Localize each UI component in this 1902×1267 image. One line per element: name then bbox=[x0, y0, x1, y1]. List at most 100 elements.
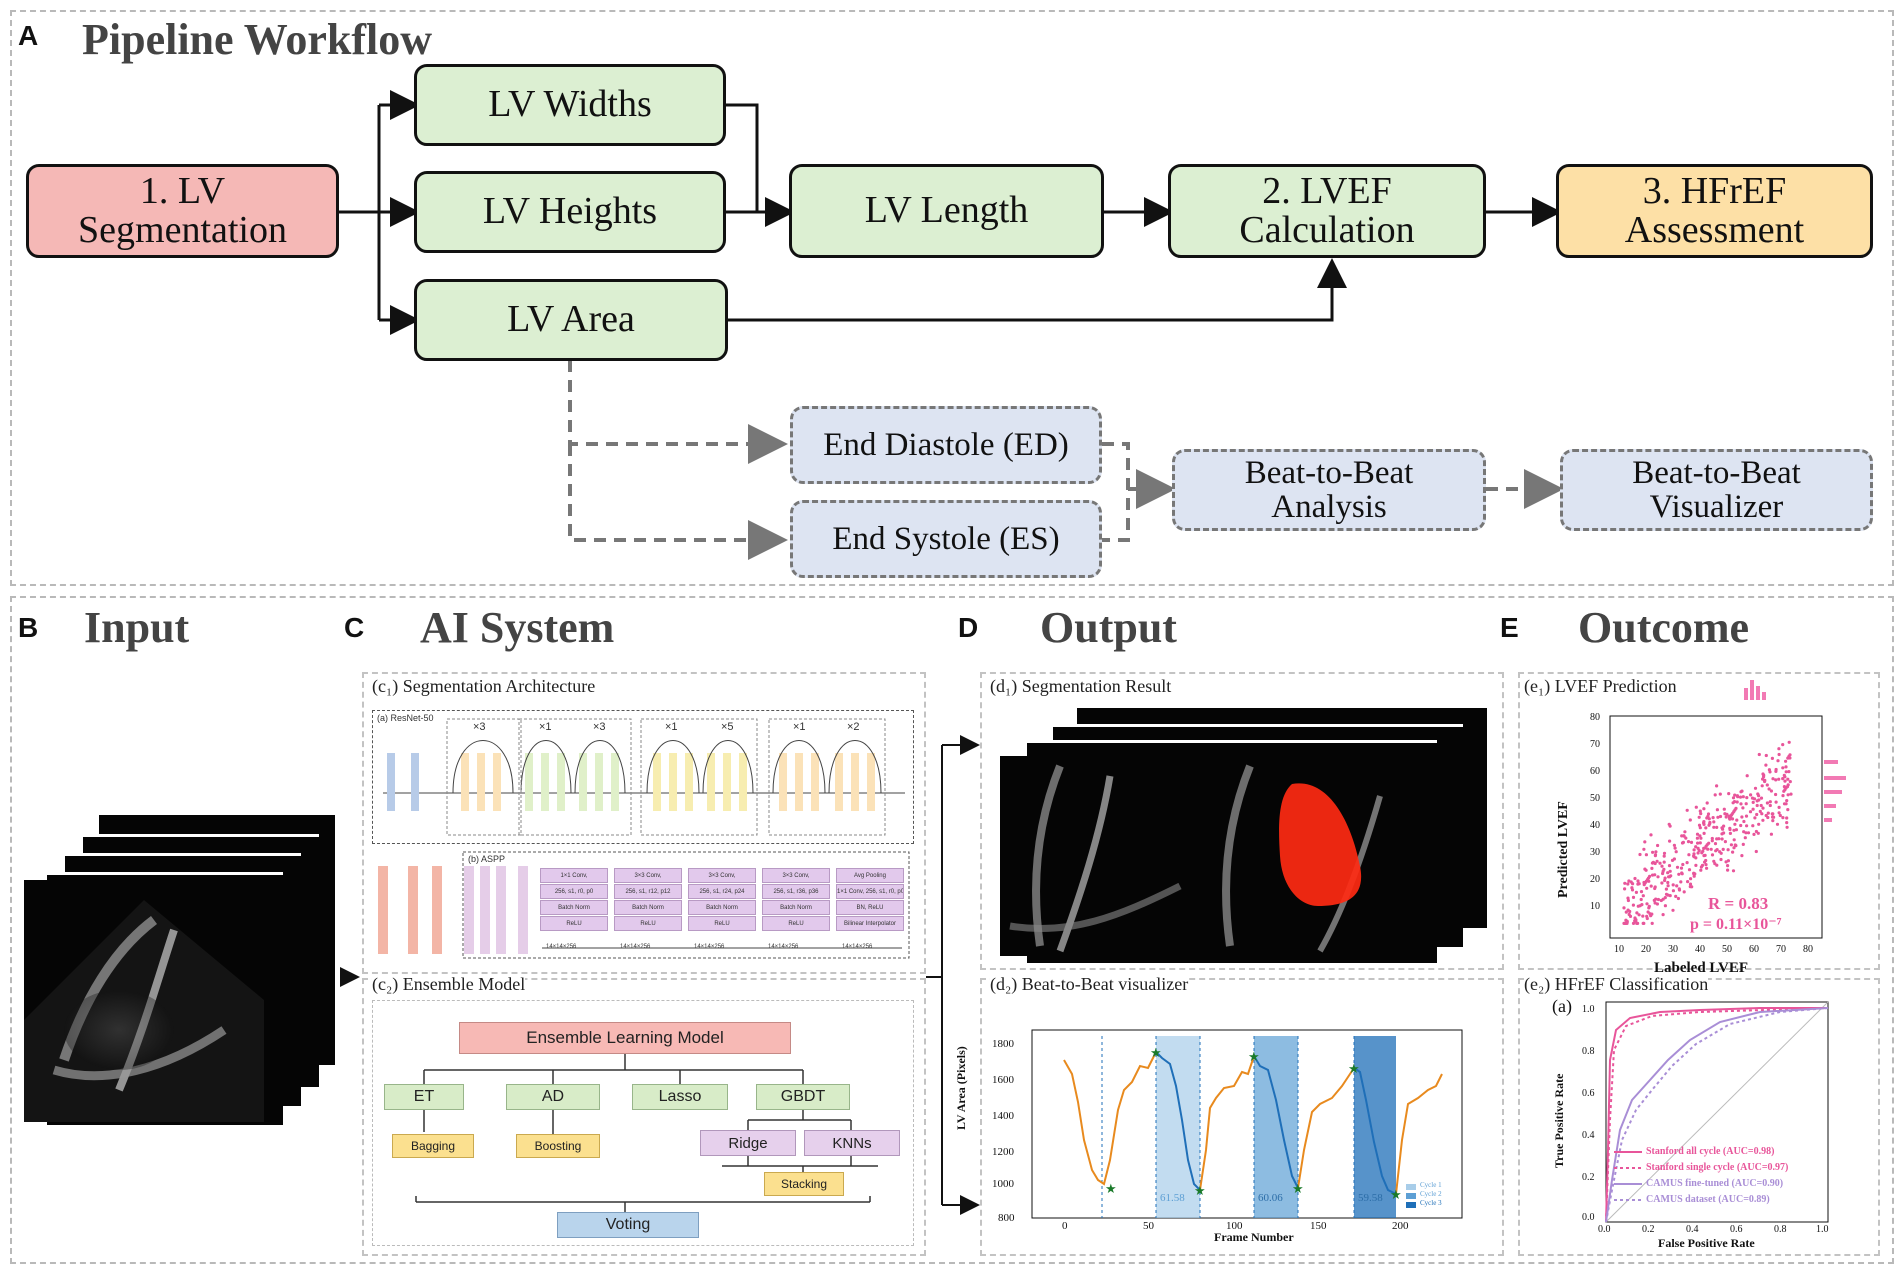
aspp-branch-dim: 14×14×256 bbox=[768, 944, 799, 950]
scatter-point bbox=[1653, 873, 1657, 877]
scatter-point bbox=[1656, 897, 1660, 902]
scatter-point bbox=[1685, 808, 1689, 812]
scatter-point bbox=[1781, 777, 1785, 781]
scatter-point bbox=[1778, 813, 1782, 818]
b2b-xtick-50: 50 bbox=[1143, 1220, 1154, 1232]
scatter-point bbox=[1682, 890, 1686, 894]
roc-xtick-02: 0.2 bbox=[1642, 1224, 1655, 1235]
scatter-point bbox=[1688, 885, 1692, 889]
scatter-r-value: R = 0.83 bbox=[1708, 894, 1769, 913]
scatter-point bbox=[1660, 864, 1664, 868]
scatter-point bbox=[1679, 866, 1684, 870]
scatter-point bbox=[1692, 854, 1696, 858]
scatter-point bbox=[1692, 872, 1696, 876]
roc-legend-camus-dataset: CAMUS dataset (AUC=0.89) bbox=[1646, 1194, 1770, 1205]
scatter-point bbox=[1784, 765, 1788, 769]
scatter-point bbox=[1698, 809, 1702, 813]
scatter-point bbox=[1655, 902, 1659, 906]
scatter-point bbox=[1755, 812, 1759, 817]
scatter-point bbox=[1700, 863, 1705, 868]
scatter-point bbox=[1787, 770, 1791, 774]
scatter-point bbox=[1716, 815, 1720, 819]
stacking-box: Stacking bbox=[764, 1172, 844, 1196]
scatter-point bbox=[1776, 759, 1780, 763]
scatter-point bbox=[1655, 859, 1659, 863]
scatter-point bbox=[1726, 848, 1730, 852]
scatter-point bbox=[1786, 777, 1790, 781]
resnet-label: (a) ResNet-50 bbox=[377, 713, 434, 723]
scatter-xtick-70: 70 bbox=[1776, 944, 1786, 955]
scatter-point bbox=[1628, 909, 1632, 914]
aspp-branch-cell: ReLU bbox=[688, 916, 756, 931]
roc-xlabel: False Positive Rate bbox=[1658, 1236, 1755, 1250]
scatter-point bbox=[1731, 869, 1736, 873]
beat-to-beat-analysis-box: Beat-to-Beat Analysis bbox=[1172, 449, 1486, 531]
scatter-point bbox=[1729, 843, 1733, 847]
scatter-point bbox=[1733, 843, 1737, 847]
aspp-branch-cell: Bilinear Interpolator bbox=[836, 916, 904, 931]
scatter-point bbox=[1724, 815, 1728, 819]
scatter-point bbox=[1625, 921, 1629, 926]
lv-widths-box: LV Widths bbox=[414, 64, 726, 146]
scatter-point bbox=[1660, 881, 1664, 885]
roc-ytick-06: 0.6 bbox=[1582, 1088, 1595, 1099]
scatter-point bbox=[1788, 780, 1792, 784]
voting-box: Voting bbox=[557, 1212, 699, 1238]
scatter-point bbox=[1639, 890, 1644, 894]
scatter-point bbox=[1771, 777, 1775, 781]
scatter-point bbox=[1636, 879, 1640, 883]
beat-to-beat-visualizer-box: Beat-to-Beat Visualizer bbox=[1560, 449, 1873, 531]
scatter-point bbox=[1731, 796, 1736, 800]
e2-label: (e₂) HFrEF Classification bbox=[1524, 974, 1709, 995]
scatter-point bbox=[1735, 818, 1739, 822]
scatter-point bbox=[1744, 814, 1749, 818]
b2b-ytick-1800: 1800 bbox=[992, 1038, 1014, 1050]
b2b-xtick-0: 0 bbox=[1062, 1220, 1068, 1232]
scatter-point bbox=[1741, 842, 1745, 847]
scatter-point bbox=[1634, 890, 1638, 895]
scatter-point bbox=[1713, 793, 1717, 797]
scatter-point bbox=[1651, 850, 1655, 854]
lv-area-box: LV Area bbox=[414, 279, 728, 361]
scatter-point bbox=[1673, 846, 1677, 850]
b2b-xlabel: Frame Number bbox=[1214, 1230, 1294, 1244]
scatter-point bbox=[1751, 800, 1755, 805]
scatter-point bbox=[1639, 897, 1643, 902]
scatter-point bbox=[1752, 832, 1756, 837]
echo-image-drawing bbox=[24, 900, 264, 1122]
scatter-point bbox=[1642, 880, 1646, 885]
ensemble-learning-model-box: Ensemble Learning Model bbox=[459, 1022, 791, 1054]
scatter-point bbox=[1774, 767, 1778, 772]
scatter-point bbox=[1701, 849, 1705, 853]
scatter-point bbox=[1698, 826, 1702, 830]
panel-a-frame bbox=[10, 10, 1894, 586]
scatter-point bbox=[1663, 878, 1667, 883]
scatter-point bbox=[1663, 896, 1667, 900]
end-systole-box: End Systole (ES) bbox=[790, 500, 1102, 578]
scatter-point bbox=[1641, 921, 1645, 926]
scatter-point bbox=[1675, 865, 1680, 869]
aspp-branch-cell: 1×1 Conv, 256, s1, r0, p0 bbox=[836, 884, 904, 899]
scatter-point bbox=[1712, 825, 1716, 829]
scatter-point bbox=[1696, 851, 1700, 855]
scatter-point bbox=[1760, 784, 1764, 788]
scatter-point bbox=[1664, 887, 1668, 891]
ensemble-model-frame bbox=[362, 978, 926, 1256]
scatter-point bbox=[1777, 752, 1781, 757]
scatter-point bbox=[1783, 779, 1787, 783]
scatter-point bbox=[1733, 793, 1737, 797]
end-diastole-box: End Diastole (ED) bbox=[790, 406, 1102, 484]
scatter-point bbox=[1785, 821, 1789, 825]
scatter-point bbox=[1754, 849, 1758, 854]
b2b-xtick-100: 100 bbox=[1226, 1220, 1243, 1232]
scatter-point bbox=[1637, 913, 1641, 917]
scatter-point bbox=[1661, 913, 1665, 917]
scatter-point bbox=[1671, 889, 1675, 893]
beat-to-beat-frame bbox=[980, 978, 1504, 1256]
scatter-point bbox=[1720, 832, 1724, 836]
scatter-point bbox=[1645, 886, 1649, 890]
scatter-xtick-30: 30 bbox=[1668, 944, 1678, 955]
